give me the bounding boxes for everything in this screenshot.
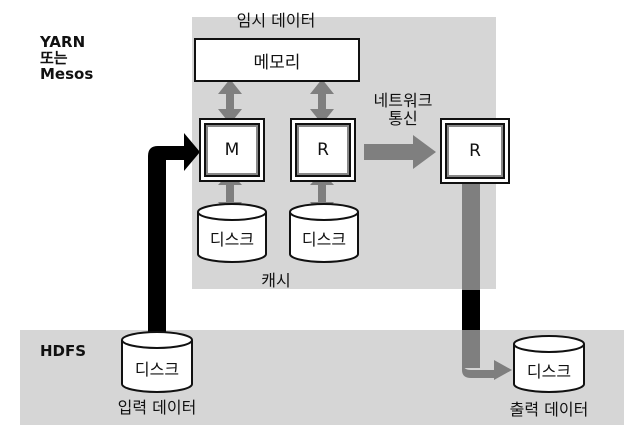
- reducer-local-node: R: [290, 118, 356, 182]
- cache-disk-2-top: [289, 203, 359, 221]
- network-label-line1: 네트워크: [373, 91, 433, 110]
- cluster-title-line2: 또는: [40, 49, 68, 67]
- output-disk-body: [513, 344, 585, 393]
- input-arrow: [148, 133, 200, 338]
- network-label-line2: 통신: [388, 109, 418, 128]
- temp-data-label: 임시 데이터: [236, 11, 316, 30]
- network-arrow: [364, 135, 436, 169]
- cluster-title-line3: Mesos: [40, 65, 94, 83]
- reducer-remote-label: R: [469, 141, 481, 161]
- mapper-node: M: [199, 118, 265, 182]
- cache-disk-2-body: [289, 212, 359, 263]
- hdfs-title: HDFS: [40, 342, 87, 360]
- reducer-local-label: R: [317, 140, 329, 160]
- output-arrow-black: [462, 290, 480, 330]
- memory-mapper-arrow: [218, 79, 242, 124]
- cache-label: 캐시: [261, 271, 291, 290]
- cache-disk-1-body: [197, 212, 267, 263]
- output-data-label: 출력 데이터: [509, 400, 589, 419]
- cluster-title: YARN 또는 Mesos: [40, 34, 93, 82]
- mapper-label: M: [224, 140, 240, 160]
- cluster-title-line1: YARN: [40, 33, 86, 51]
- cache-disk-1-label: 디스크: [209, 230, 255, 249]
- input-disk-top: [121, 331, 193, 349]
- reducer-remote-node: R: [440, 118, 510, 184]
- network-label: 네트워크 통신: [374, 92, 433, 128]
- memory-reducer-arrow: [310, 79, 334, 124]
- input-disk-label: 디스크: [134, 360, 180, 379]
- output-disk-label: 디스크: [526, 362, 572, 381]
- output-arrow-gray-top: [462, 183, 480, 290]
- input-data-label: 입력 데이터: [117, 398, 197, 417]
- cache-disk-2-label: 디스크: [301, 230, 347, 249]
- output-disk-top: [513, 335, 585, 353]
- memory-box: 메모리: [194, 38, 360, 82]
- memory-label: 메모리: [253, 52, 301, 73]
- input-disk-body: [121, 340, 193, 393]
- output-arrow-gray-bottom: [462, 330, 512, 380]
- cache-disk-1-top: [197, 203, 267, 221]
